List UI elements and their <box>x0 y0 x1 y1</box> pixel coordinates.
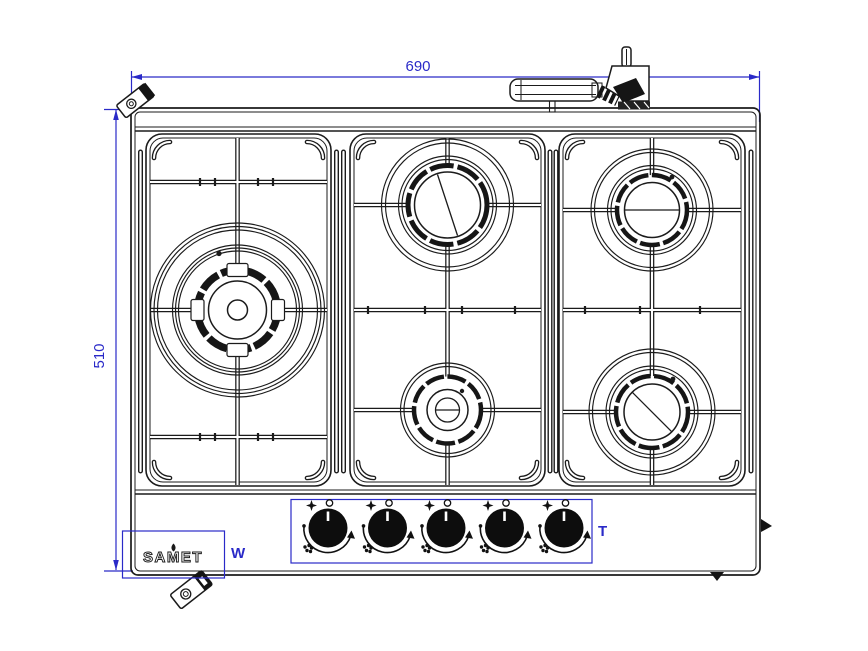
logo-flame-icon <box>171 543 176 552</box>
brand-name: SAMET <box>143 549 203 566</box>
igniter-dot <box>463 167 469 173</box>
burner-control-knob-3 <box>418 498 475 555</box>
burner-control-knob-4 <box>477 498 533 555</box>
logo-annotation-box <box>121 530 226 579</box>
w-label: W <box>231 545 246 562</box>
fixing-arrow-right <box>761 519 772 532</box>
left-height-dimension: 510 <box>91 108 133 572</box>
t-label: T <box>598 523 607 540</box>
power-plug <box>509 46 650 113</box>
cooktop-body <box>130 107 761 576</box>
fixing-arrow-bottom <box>710 572 724 581</box>
igniter-dot <box>670 376 676 382</box>
pan-support-edge-bars <box>138 149 754 474</box>
igniter-dot <box>216 250 222 257</box>
burner-control-knob-1 <box>300 498 357 555</box>
burner-control-knob-5 <box>536 498 593 555</box>
wok-burner <box>149 222 326 398</box>
auxiliary-burner <box>399 362 496 458</box>
width-dimension-label: 690 <box>405 58 430 75</box>
mounting-bracket-top-left <box>116 82 156 119</box>
knob-zone-annotation-box <box>290 498 593 564</box>
semi-rapid-burner-bottom <box>588 348 716 476</box>
mounting-bracket-bottom-left <box>170 570 213 610</box>
height-dimension-label: 510 <box>91 343 108 368</box>
igniter-dot <box>669 174 675 180</box>
brand-logo: SAMET W <box>121 530 246 579</box>
igniter-dot <box>459 388 465 394</box>
burner-control-knob-2 <box>360 498 416 555</box>
control-panel: T <box>290 498 607 564</box>
semi-rapid-burner-top <box>590 148 714 272</box>
rapid-burner <box>380 138 515 272</box>
